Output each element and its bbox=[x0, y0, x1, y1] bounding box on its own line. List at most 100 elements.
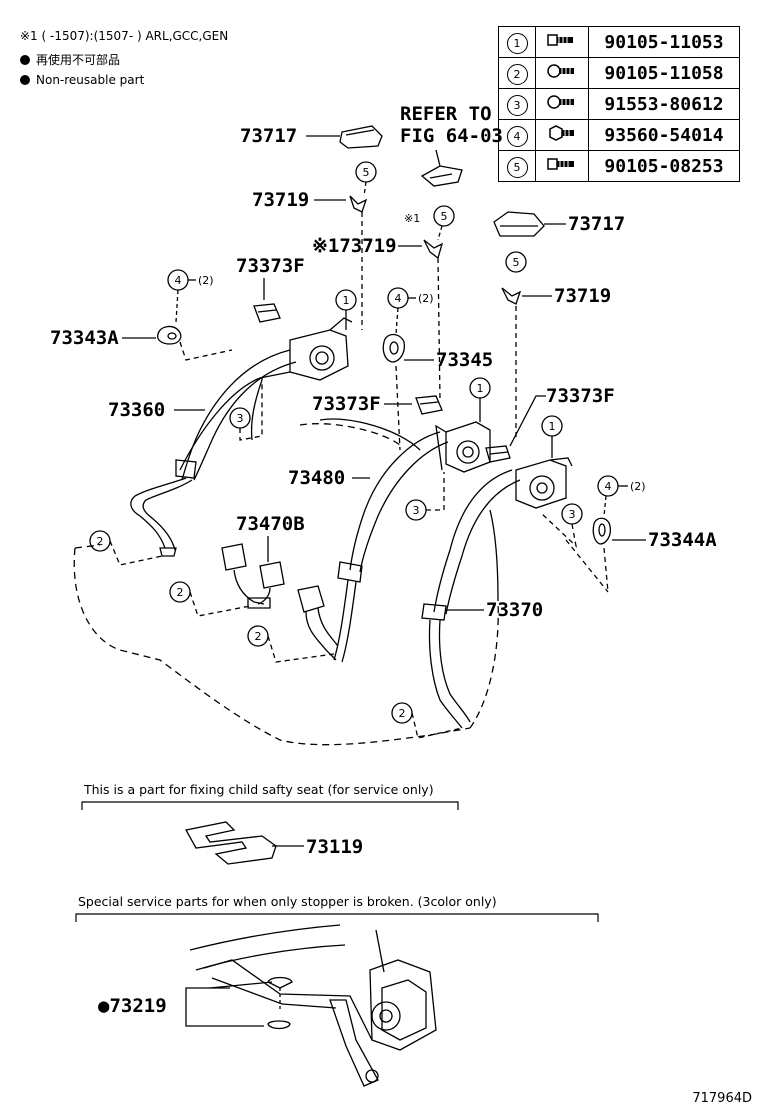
qty-4-a: (2) bbox=[198, 274, 214, 287]
callout-73719-right: 73719 bbox=[554, 285, 611, 307]
key-cell: 2 bbox=[498, 57, 536, 89]
belt-73480 bbox=[333, 431, 449, 663]
part-cell: 90105-11053 bbox=[588, 26, 740, 58]
retractor-73480 bbox=[435, 421, 491, 473]
callout-73344A: 73344A bbox=[648, 529, 717, 551]
bolt-icon bbox=[547, 157, 574, 170]
callout-73343A: 73343A bbox=[50, 327, 119, 349]
qty-4-b: (2) bbox=[418, 292, 434, 305]
figure-code: 717964D bbox=[692, 1091, 752, 1106]
part-cell: 93560-54014 bbox=[588, 119, 740, 151]
mark-1-label: ※1 bbox=[404, 212, 420, 225]
legend-jp: 再使用不可部品 bbox=[20, 52, 120, 68]
key-2-b-label: 2 bbox=[177, 586, 184, 599]
stopper-assembly bbox=[189, 924, 437, 1087]
fastener-table: 1 90105-11053 2 90105-11058 3 91553-8061… bbox=[498, 26, 740, 182]
grommet-73344A bbox=[592, 517, 612, 545]
key-1-c-label: 1 bbox=[549, 420, 556, 433]
refer-line-1: REFER TO bbox=[400, 103, 492, 125]
cover-73373F-left bbox=[253, 303, 281, 323]
clip-73719-right bbox=[501, 287, 522, 305]
key-cell: 4 bbox=[498, 119, 536, 151]
table-row: 5 90105-08253 bbox=[498, 150, 740, 182]
callout-73373F-center: 73373F bbox=[312, 393, 381, 415]
key-5-b bbox=[433, 205, 455, 227]
key-cell: 3 bbox=[498, 88, 536, 120]
callout-73719-center: ※173719 bbox=[312, 235, 397, 257]
key-circle: 2 bbox=[506, 63, 528, 85]
part-cell: 90105-08253 bbox=[588, 150, 740, 182]
belt-73360 bbox=[130, 349, 297, 557]
key-circle: 3 bbox=[506, 94, 528, 116]
callout-73373F-left: 73373F bbox=[236, 255, 305, 277]
legend-jp-text: 再使用不可部品 bbox=[36, 53, 121, 67]
key-2-d-label: 2 bbox=[399, 707, 406, 720]
key-1-a-label: 1 bbox=[343, 294, 350, 307]
clip-73719-left bbox=[349, 195, 368, 213]
buckle-center bbox=[297, 585, 339, 661]
callout-73470B: 73470B bbox=[236, 513, 305, 535]
key-2-c-label: 2 bbox=[255, 630, 262, 643]
part-cell: 91553-80612 bbox=[588, 88, 740, 120]
key-5-c bbox=[505, 251, 527, 273]
callout-73345: 73345 bbox=[436, 349, 493, 371]
key-2-a-label: 2 bbox=[97, 535, 104, 548]
child-seat-caption: This is a part for fixing child safty se… bbox=[83, 782, 434, 797]
callout-73373F-right: 73373F bbox=[546, 385, 615, 407]
legend-en: Non-reusable part bbox=[20, 72, 144, 88]
grommet-73343A bbox=[156, 325, 182, 345]
key-3-b-label: 3 bbox=[413, 504, 420, 517]
bolt-icon bbox=[547, 63, 574, 78]
callout-73119: 73119 bbox=[306, 836, 363, 858]
cover-73373F-right bbox=[485, 445, 511, 463]
key-3-a-label: 3 bbox=[237, 412, 244, 425]
cover-73373F-center bbox=[415, 395, 443, 415]
qty-4-c: (2) bbox=[630, 480, 646, 493]
key-cell: 1 bbox=[498, 26, 536, 58]
callout-73717-left: 73717 bbox=[240, 125, 297, 147]
key-4-c-label: 4 bbox=[605, 480, 612, 493]
key-1-b-label: 1 bbox=[477, 382, 484, 395]
clip-73719-center bbox=[423, 239, 444, 260]
key-4-a-label: 4 bbox=[175, 274, 182, 287]
table-row: 2 90105-11058 bbox=[498, 57, 740, 89]
applicability-note: ※1 ( -1507):(1507- ) ARL,GCC,GEN bbox=[20, 29, 229, 43]
callout-73219: ●73219 bbox=[98, 995, 167, 1017]
refer-part bbox=[420, 149, 463, 187]
table-row: 4 93560-54014 bbox=[498, 119, 740, 151]
key-circle: 1 bbox=[506, 32, 528, 54]
icon-cell bbox=[535, 88, 589, 120]
stopper-caption: Special service parts for when only stop… bbox=[78, 894, 497, 909]
callout-73370: 73370 bbox=[486, 599, 543, 621]
bolt-icon bbox=[547, 94, 574, 109]
icon-cell bbox=[535, 119, 589, 151]
nut-icon bbox=[549, 124, 574, 141]
key-3-c-label: 3 bbox=[569, 508, 576, 521]
non-reusable-dot-icon bbox=[20, 75, 30, 85]
legend-en-text: Non-reusable part bbox=[36, 73, 145, 87]
non-reusable-dot-icon bbox=[20, 55, 30, 65]
retractor-73360 bbox=[289, 317, 353, 381]
callout-73480: 73480 bbox=[288, 467, 345, 489]
seat-back-outline bbox=[179, 371, 499, 601]
key-5-b-label: 5 bbox=[441, 210, 448, 223]
key-5-a-label: 5 bbox=[363, 166, 370, 179]
belt-73370 bbox=[421, 469, 521, 729]
buckle-73470B bbox=[221, 543, 285, 609]
callout-73717-right: 73717 bbox=[568, 213, 625, 235]
part-cell: 90105-11058 bbox=[588, 57, 740, 89]
callout-73719-left: 73719 bbox=[252, 189, 309, 211]
anchor-73119 bbox=[184, 821, 277, 865]
cover-73717-left bbox=[339, 125, 383, 149]
key-circle: 4 bbox=[506, 125, 528, 147]
key-4-b-label: 4 bbox=[395, 292, 402, 305]
refer-line-2: FIG 64-03 bbox=[400, 125, 503, 147]
table-row: 3 91553-80612 bbox=[498, 88, 740, 120]
key-5-c-label: 5 bbox=[513, 256, 520, 269]
grommet-73345 bbox=[382, 333, 406, 363]
key-circle: 5 bbox=[506, 156, 528, 178]
seat-outline bbox=[73, 423, 499, 746]
retractor-73370 bbox=[515, 457, 573, 509]
callout-73360: 73360 bbox=[108, 399, 165, 421]
